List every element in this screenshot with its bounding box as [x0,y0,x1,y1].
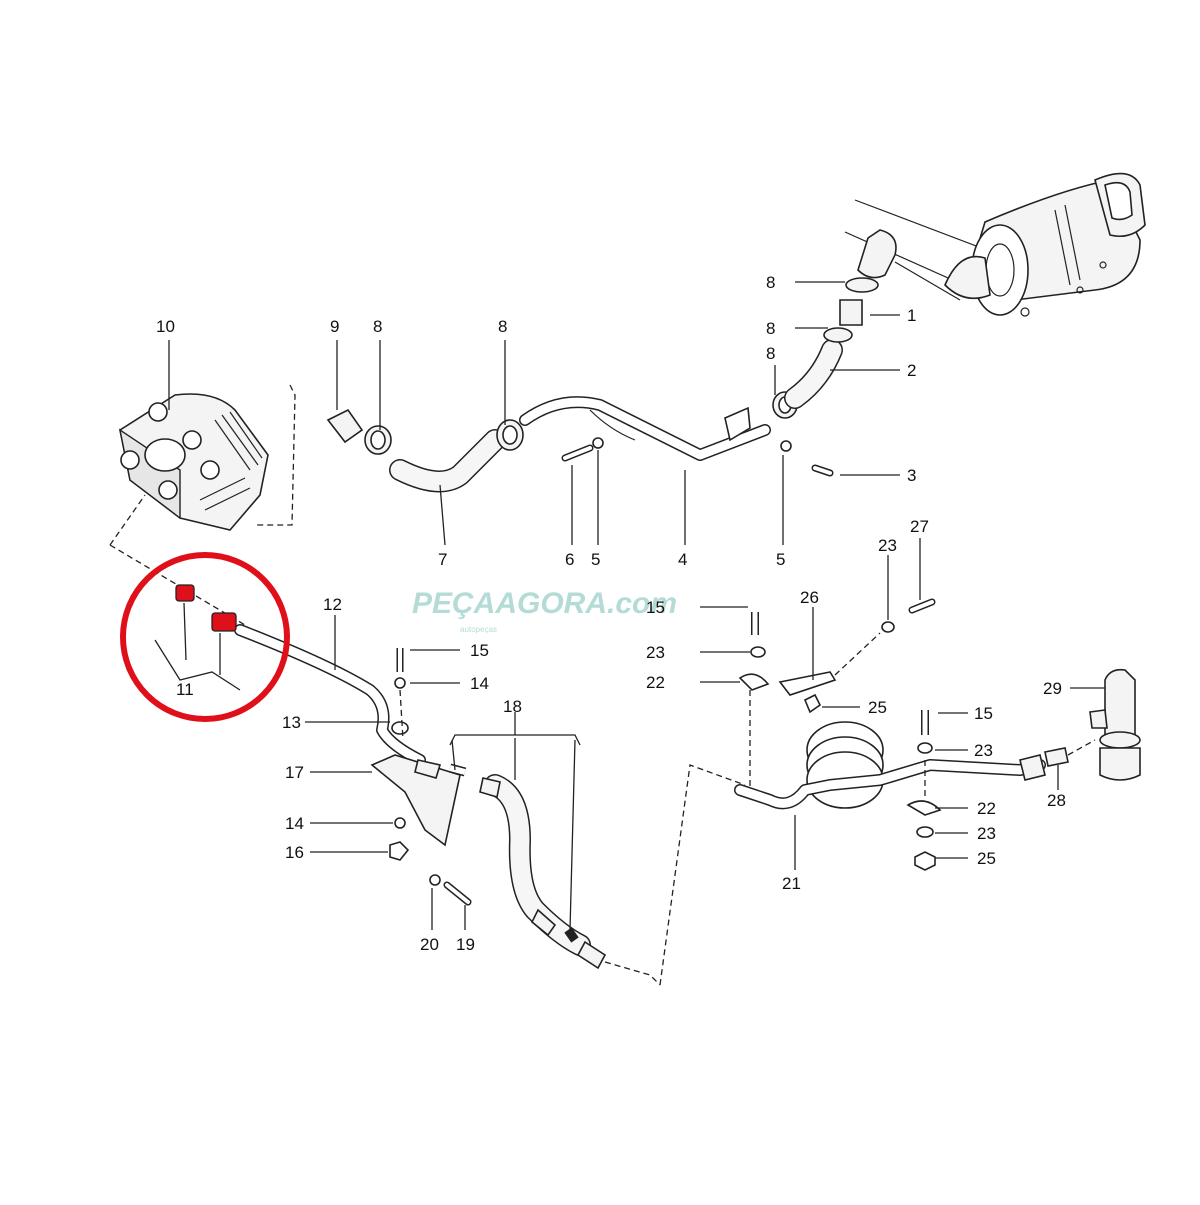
label-8: 8 [498,317,507,336]
hose-18 [449,712,746,986]
label-22: 22 [977,799,996,818]
watermark: PEÇAAGORA.com autopeças [412,587,677,634]
label-22: 22 [646,673,665,692]
label-25: 25 [868,698,887,717]
label-1: 1 [907,306,916,325]
label-14: 14 [285,814,304,833]
label-21: 21 [782,874,801,893]
watermark-subtext: autopeças [460,625,497,634]
label-29: 29 [1043,679,1062,698]
label-15: 15 [470,641,489,660]
label-8: 8 [766,344,775,363]
part-11-fittings [175,584,237,632]
watermark-text: PEÇAAGORA.com [412,587,677,620]
label-23: 23 [974,741,993,760]
label-23: 23 [977,824,996,843]
highlight-circle [120,552,290,722]
label-28: 28 [1047,791,1066,810]
label-23: 23 [878,536,897,555]
label-8: 8 [766,273,775,292]
label-5: 5 [591,550,600,569]
label-8: 8 [766,319,775,338]
label-27: 27 [910,517,929,536]
label-9: 9 [330,317,339,336]
label-5: 5 [776,550,785,569]
coil-pipe-assembly [734,598,1141,871]
label-7: 7 [438,550,447,569]
label-4: 4 [678,550,687,569]
label-17: 17 [285,763,304,782]
callout-labels: 8 1 8 8 2 3 10 9 8 8 7 6 5 4 5 12 11 15 … [156,273,1066,954]
label-2: 2 [907,361,916,380]
label-3: 3 [907,466,916,485]
cylinder-head [118,393,269,531]
label-20: 20 [420,935,439,954]
label-15: 15 [974,704,993,723]
label-14: 14 [470,674,489,693]
label-16: 16 [285,843,304,862]
leader-lines [168,281,1105,930]
lower-pipe-assembly [109,544,472,906]
air-filter-housing [844,172,1146,317]
label-23: 23 [646,643,665,662]
label-6: 6 [565,550,574,569]
label-15: 15 [646,598,665,617]
label-12: 12 [323,595,342,614]
label-26: 26 [800,588,819,607]
label-8: 8 [373,317,382,336]
label-11: 11 [176,680,194,699]
intake-pipe-assembly [109,277,879,546]
label-25: 25 [977,849,996,868]
label-10: 10 [156,317,175,336]
label-13: 13 [282,713,301,732]
label-18: 18 [503,697,522,716]
label-19: 19 [456,935,475,954]
